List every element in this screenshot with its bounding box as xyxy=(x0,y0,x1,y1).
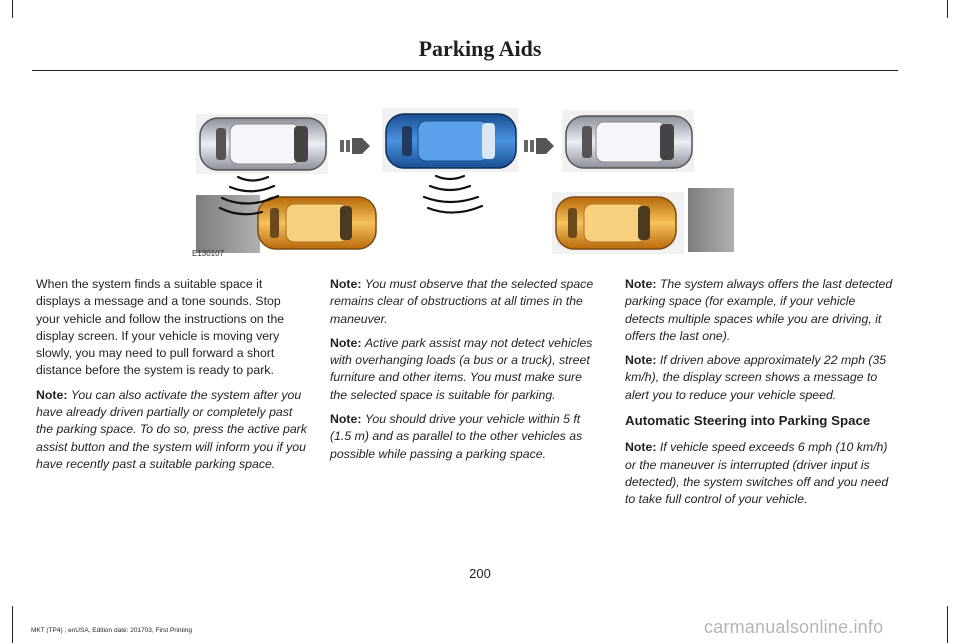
note-label: Note: xyxy=(330,335,362,350)
note: Note: You should drive your vehicle with… xyxy=(330,411,602,463)
column-3: Note: The system always offers the last … xyxy=(625,276,897,516)
sensor-wave-icon xyxy=(218,175,280,216)
note-label: Note: xyxy=(330,412,362,427)
parking-illustration-graphic xyxy=(196,108,734,254)
note: Note: The system always offers the last … xyxy=(625,276,897,345)
page-number: 200 xyxy=(469,566,491,581)
crop-mark-bottom-right xyxy=(947,606,948,643)
column-1: When the system finds a suitable space i… xyxy=(36,276,308,480)
section-heading: Automatic Steering into Parking Space xyxy=(625,413,871,429)
title-rule xyxy=(32,70,898,71)
note-text: If vehicle speed exceeds 6 mph (10 km/h)… xyxy=(625,440,889,507)
crop-mark-top-right xyxy=(947,0,948,18)
note: Note: If vehicle speed exceeds 6 mph (10… xyxy=(625,439,897,508)
note: Note: Active park assist may not detect … xyxy=(330,335,602,404)
note: Note: You can also activate the system a… xyxy=(36,387,308,473)
panel-1 xyxy=(196,114,377,253)
note-text: The system always offers the last detect… xyxy=(625,277,893,343)
note-label: Note: xyxy=(625,277,657,291)
parked-car-icon xyxy=(565,115,693,169)
note-text: You must observe that the selected space… xyxy=(330,277,594,326)
note-text: You should drive your vehicle within 5 f… xyxy=(330,412,583,461)
sensor-wave-icon xyxy=(422,174,484,214)
paragraph: When the system finds a suitable space i… xyxy=(36,277,285,378)
parked-car-icon xyxy=(199,117,327,171)
note: Note: You must observe that the selected… xyxy=(330,276,602,328)
footer-edition: MKT (TP4) , enUSA, Edition date: 201703,… xyxy=(31,627,193,634)
note-label: Note: xyxy=(36,387,68,402)
panel-3 xyxy=(552,110,734,254)
blue-car-icon xyxy=(385,113,517,169)
note-label: Note: xyxy=(625,353,657,368)
crop-mark-bottom-left xyxy=(12,606,13,643)
note-text: You can also activate the system after y… xyxy=(36,387,307,471)
page-title: Parking Aids xyxy=(418,36,542,61)
note: Note: If driven above approximately 22 m… xyxy=(625,352,897,404)
orange-car-icon xyxy=(555,196,677,250)
wall-icon xyxy=(688,188,734,252)
arrow-right-icon xyxy=(524,138,554,154)
orange-car-icon xyxy=(257,196,377,250)
figure-id: E130107 xyxy=(192,249,225,258)
note-text: Active park assist may not detect vehicl… xyxy=(330,335,593,402)
watermark: carmanualsonline.info xyxy=(704,617,884,637)
panel-2 xyxy=(382,108,518,214)
note-text: If driven above approximately 22 mph (35… xyxy=(625,353,887,402)
wall-icon xyxy=(196,195,260,253)
arrow-right-icon xyxy=(340,138,370,154)
column-2: Note: You must observe that the selected… xyxy=(330,276,602,470)
note-label: Note: xyxy=(330,277,362,291)
crop-mark-top-left xyxy=(12,0,13,18)
note-label: Note: xyxy=(625,440,657,455)
parking-illustration: E130107 xyxy=(190,100,740,260)
